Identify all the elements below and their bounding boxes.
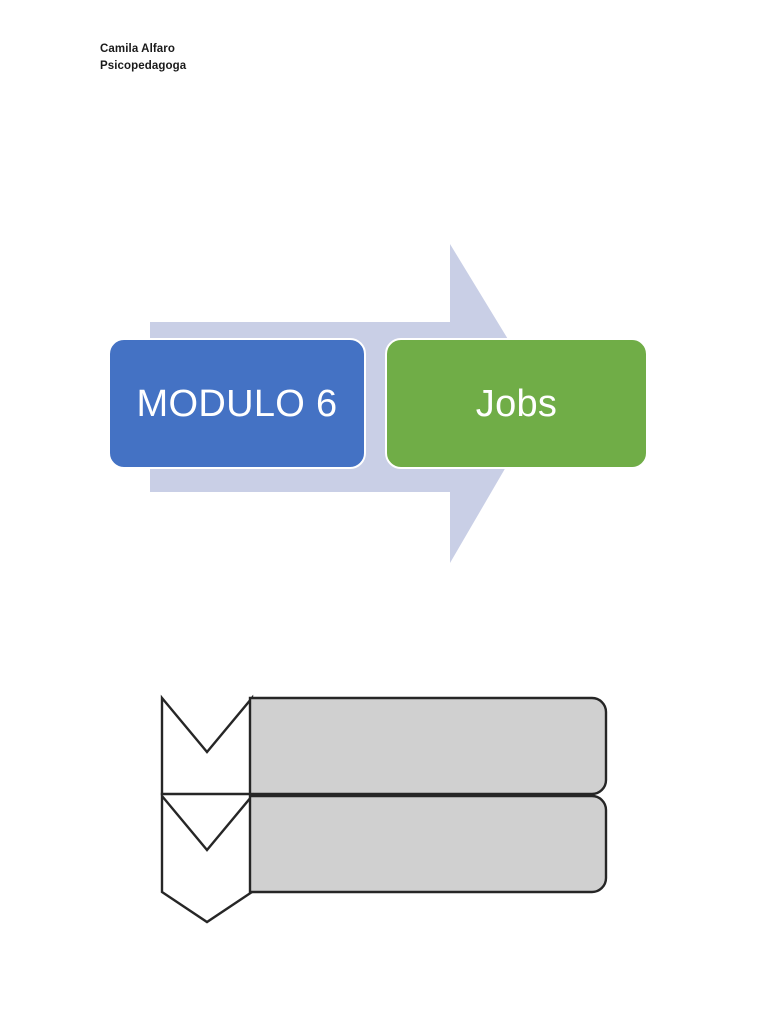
header-author-name: Camila Alfaro xyxy=(100,43,176,55)
chevron-bar-row-1[interactable] xyxy=(248,696,608,796)
chevron-shape-row-2[interactable] xyxy=(160,792,254,924)
chevron-shape-row-1[interactable] xyxy=(160,694,254,796)
smartart-process-arrow: MODULO 6 Jobs xyxy=(100,235,660,575)
process-step-label-2: Jobs xyxy=(475,382,558,425)
header-author-role: Psicopedagoga xyxy=(100,60,187,72)
process-step-box-1[interactable]: MODULO 6 xyxy=(108,338,366,469)
chevron-list-shapes xyxy=(160,694,608,924)
smartart-vertical-chevron-list xyxy=(150,690,620,930)
chevron-bar-row-2[interactable] xyxy=(248,794,608,894)
process-step-label-1: MODULO 6 xyxy=(136,382,338,425)
process-step-box-2[interactable]: Jobs xyxy=(385,338,648,469)
document-header: Camila Alfaro Psicopedagoga xyxy=(100,41,500,75)
